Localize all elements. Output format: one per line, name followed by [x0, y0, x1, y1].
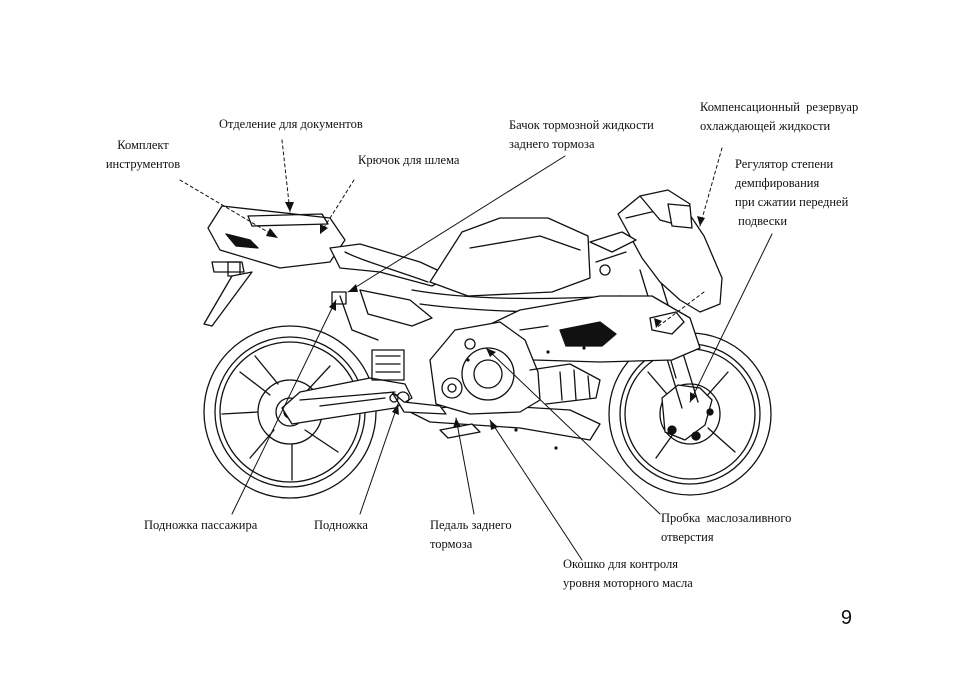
label-coolant-reserve: Компенсационный резервуар охлаждающей жи… [700, 100, 859, 133]
label-helmet-hook: Крючок для шлема [358, 153, 460, 167]
swingarm [281, 377, 413, 425]
label-instrument-kit: Комплект инструментов [105, 138, 181, 171]
adjuster-pointer [655, 291, 705, 329]
engine [429, 321, 601, 415]
arrowheads [266, 202, 705, 430]
leader-lines [179, 139, 773, 561]
label-oil-window: Окошко для контроля уровня моторного мас… [563, 557, 693, 590]
tank-and-fairing [409, 189, 723, 441]
label-footpeg: Подножка [314, 518, 368, 532]
page-number: 9 [840, 607, 852, 629]
label-rear-brake-reservoir: Бачок тормозной жидкости заднего тормоза [509, 118, 654, 151]
subframe [331, 289, 447, 415]
detail-dots [466, 346, 586, 450]
label-passenger-footpeg: Подножка пассажира [144, 518, 258, 532]
label-document-compartment: Отделение для документов [219, 117, 363, 131]
label-damping-adjuster: Регулятор степени демпфирования при сжат… [735, 157, 849, 228]
label-rear-brake-pedal: Педаль заднего тормоза [430, 518, 512, 551]
label-oil-filler-cap: Пробка маслозаливного отверстия [661, 511, 792, 544]
